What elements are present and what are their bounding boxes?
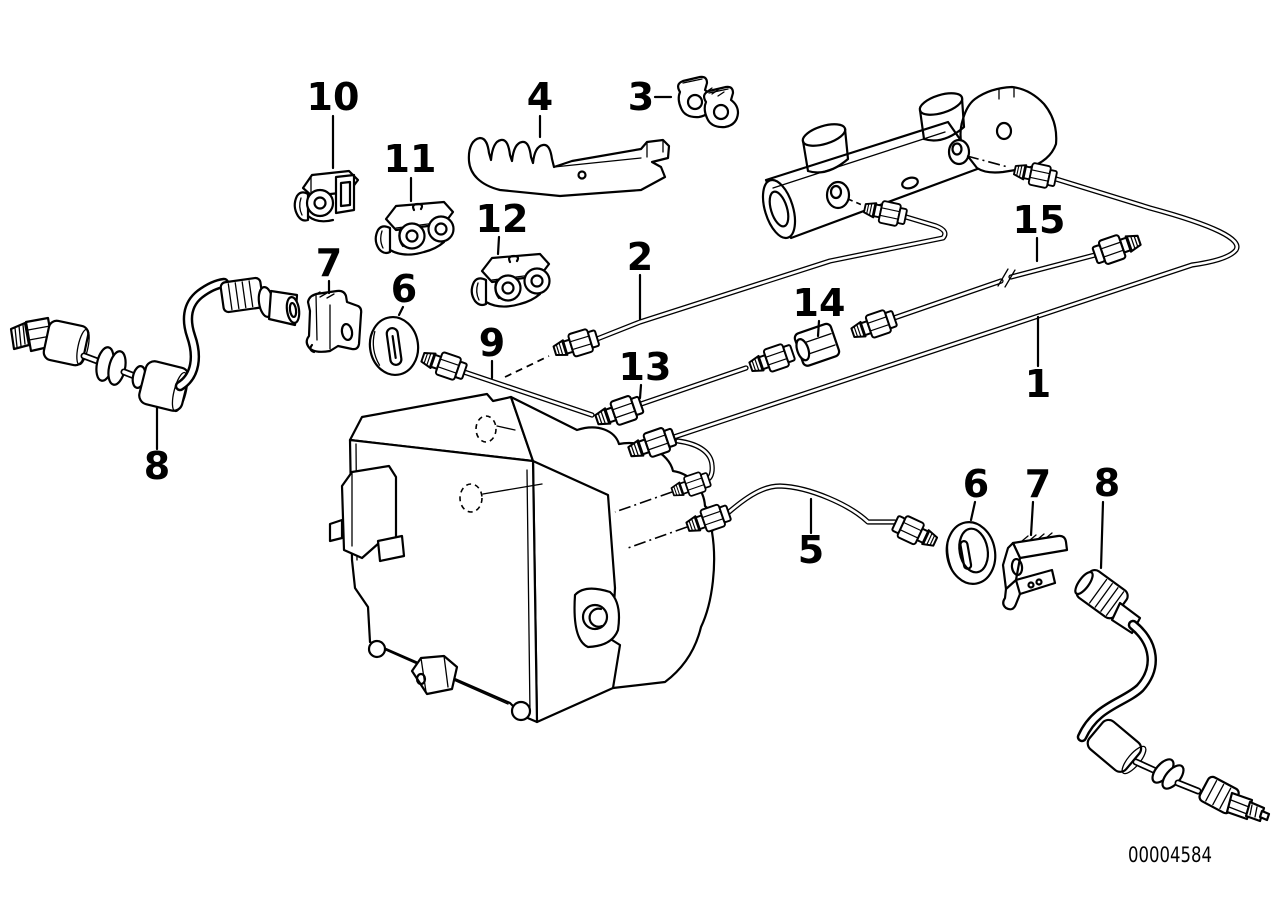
clip-11 <box>374 200 455 256</box>
abs-hydro-unit <box>328 392 716 724</box>
mc-front-port-axis <box>847 198 863 206</box>
assembly-axis-9 <box>504 355 550 378</box>
brake-hose-left <box>9 276 301 413</box>
callout-15: 15 <box>1013 198 1066 242</box>
leader-7-right <box>1029 500 1035 537</box>
callout-11: 11 <box>384 137 437 181</box>
leader-14 <box>816 319 821 338</box>
leader-6-right <box>969 500 977 522</box>
leader-13 <box>638 383 643 400</box>
diagram-id: 00004584 <box>1128 843 1212 867</box>
callout-8-left: 8 <box>144 444 170 488</box>
leader-6-left <box>397 305 405 317</box>
clip-10 <box>293 169 360 223</box>
callout-8-right: 8 <box>1094 461 1120 505</box>
pipe-1 <box>671 176 1240 440</box>
fitting-pipe9-end <box>418 345 470 384</box>
brake-master-cylinder <box>761 85 1058 240</box>
callout-6-left: 6 <box>391 267 417 311</box>
callout-13: 13 <box>619 345 672 389</box>
callout-6-right: 6 <box>963 462 989 506</box>
pipe-assembly <box>461 155 1240 549</box>
clip-3b <box>702 85 740 129</box>
unit-port-axis-b <box>627 526 688 549</box>
callout-leaders <box>155 95 1105 570</box>
bracket-7-left <box>305 289 363 354</box>
callout-labels: 10 11 4 3 12 7 6 2 9 13 14 15 1 8 5 6 7 … <box>144 75 1120 572</box>
callout-1: 1 <box>1025 362 1051 406</box>
unit-port-axis-a <box>614 491 673 513</box>
fitting-pipe13-end <box>746 340 798 379</box>
callout-10: 10 <box>307 75 360 119</box>
leader-8-right <box>1099 500 1105 570</box>
fitting-pipe15-left <box>848 306 900 345</box>
brake-hose-right <box>1074 568 1271 823</box>
callout-12: 12 <box>476 197 529 241</box>
callout-7-left: 7 <box>316 241 342 285</box>
mc-rear-port-axis <box>966 155 1009 168</box>
callout-4: 4 <box>527 75 553 119</box>
clip-3-pair <box>676 75 740 129</box>
clip-12 <box>470 252 551 308</box>
callout-3: 3 <box>628 75 654 119</box>
fitting-pipe2-end <box>550 325 602 363</box>
fitting-pipe15-right <box>1090 227 1145 269</box>
comb-bracket-4 <box>467 136 671 198</box>
callout-5: 5 <box>798 528 824 572</box>
fitting-unit-1 <box>591 391 646 433</box>
fitting-pipe5-end <box>889 511 942 554</box>
callout-9: 9 <box>479 321 505 365</box>
grommet-6-right <box>945 521 997 585</box>
callout-14: 14 <box>793 281 846 325</box>
pipe-break-mark <box>997 268 1016 288</box>
grommet-6-left <box>368 315 420 377</box>
callout-2: 2 <box>627 235 653 279</box>
bracket-7-right <box>1001 532 1069 611</box>
union-14 <box>790 321 842 369</box>
leader-12 <box>496 235 501 256</box>
callout-7-right: 7 <box>1025 462 1051 506</box>
